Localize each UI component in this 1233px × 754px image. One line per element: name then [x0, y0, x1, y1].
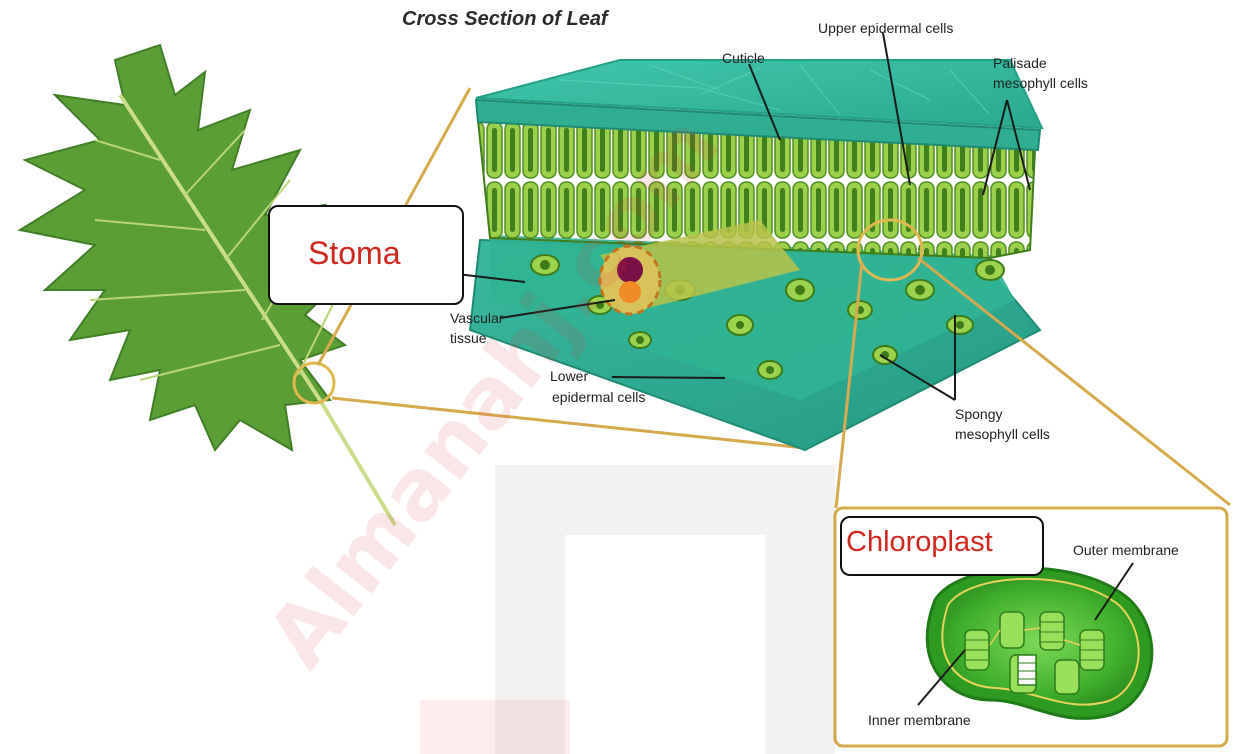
label-cuticle: Cuticle: [722, 50, 765, 67]
label-vascular-line2: tissue: [450, 330, 487, 347]
label-inner-membrane: Inner membrane: [868, 712, 971, 729]
label-spongy-line1: Spongy: [955, 406, 1002, 423]
stoma-callout-text: Stoma: [308, 235, 400, 272]
watermark-shape: [420, 500, 800, 754]
label-outer-membrane: Outer membrane: [1073, 542, 1179, 559]
label-upper-epidermal-cells: Upper epidermal cells: [818, 20, 953, 37]
diagram-title: Cross Section of Leaf: [402, 8, 608, 31]
stoma-callout: Stoma: [268, 205, 464, 305]
label-palisade-line1: Palisade: [993, 55, 1047, 72]
label-lower-line1: Lower: [550, 368, 588, 385]
label-vascular-line1: Vascular: [450, 310, 503, 327]
label-palisade-line2: mesophyll cells: [993, 75, 1088, 92]
chloroplast-callout: Chloroplast: [840, 516, 1044, 576]
chloroplast-callout-text: Chloroplast: [846, 526, 993, 559]
label-lower-line2: epidermal cells: [552, 389, 645, 406]
label-spongy-line2: mesophyll cells: [955, 426, 1050, 443]
